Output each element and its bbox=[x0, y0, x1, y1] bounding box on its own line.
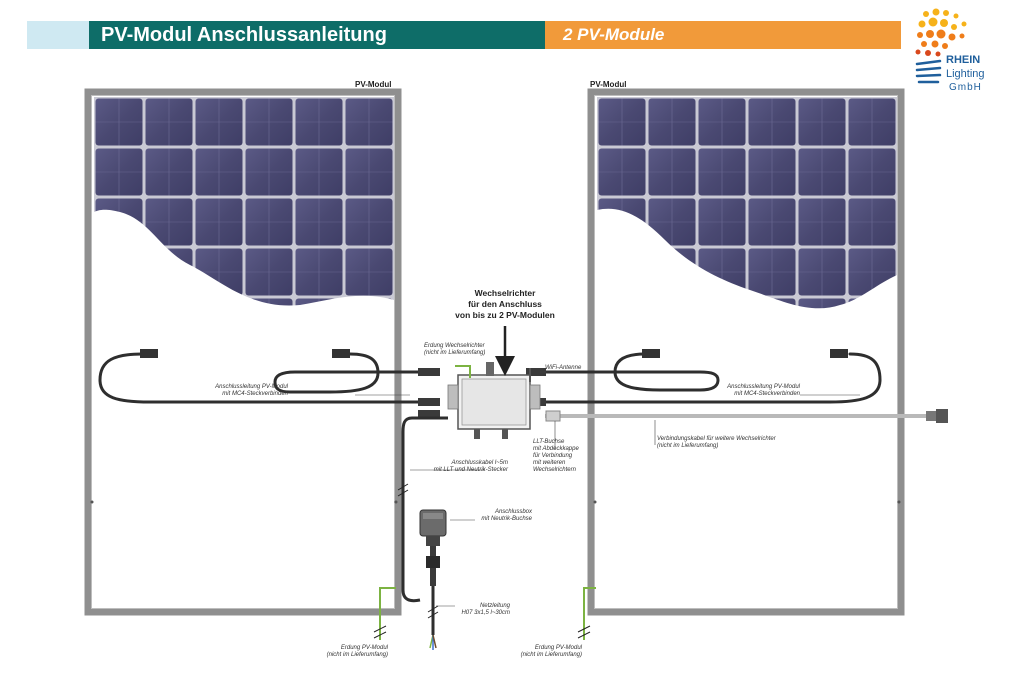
label-junction-box: Anschlussbox mit Neutrik-Buchse bbox=[481, 509, 532, 522]
right-pv-panel bbox=[587, 88, 905, 616]
page-title: PV-Modul Anschlussanleitung bbox=[89, 21, 545, 49]
logo-text-gmbh: GmbH bbox=[949, 82, 982, 93]
connection-lead-cable bbox=[401, 416, 448, 603]
leader-lines bbox=[355, 371, 860, 607]
inverter-unit bbox=[447, 362, 541, 439]
junction-box bbox=[419, 509, 447, 586]
label-ground-right: Erdung PV-Modul (nicht im Lieferumfang) bbox=[520, 645, 582, 658]
header-accent-bar bbox=[27, 21, 89, 49]
left-panel-ground-wire bbox=[379, 587, 396, 640]
right-panel-label: PV-Modul bbox=[590, 80, 627, 89]
connection-lead-break bbox=[397, 483, 409, 497]
label-mains: Netzleitung H07 3x1,5 l~30cm bbox=[461, 603, 510, 616]
label-cable-right: Anschlussleitung PV-Modul mit MC4-Steckv… bbox=[727, 384, 800, 397]
inverter-title: Wechselrichter für den Anschluss von bis… bbox=[455, 288, 555, 320]
left-pv-panel bbox=[84, 88, 402, 616]
left-mc4-connector-b bbox=[332, 349, 350, 358]
mains-wire-ends bbox=[429, 634, 437, 650]
inverter-ground-wire bbox=[455, 365, 471, 378]
right-mc4-connector-a bbox=[642, 349, 660, 358]
logo-text-lighting: Lighting bbox=[946, 68, 985, 80]
right-panel-cells bbox=[597, 97, 897, 309]
label-ground-inverter: Erdung Wechselrichter (nicht im Lieferum… bbox=[424, 343, 486, 356]
right-mc4-connector-b bbox=[830, 349, 848, 358]
llt-socket bbox=[545, 410, 561, 422]
label-ground-left: Erdung PV-Modul (nicht im Lieferumfang) bbox=[326, 645, 388, 658]
sun-logo-icon bbox=[915, 8, 967, 84]
right-panel-cable bbox=[543, 352, 882, 404]
left-panel-cable bbox=[98, 352, 420, 404]
left-mc4-connector-a bbox=[140, 349, 158, 358]
right-panel-ground-wire bbox=[583, 587, 596, 640]
logo-text-rhein: RHEIN bbox=[946, 54, 981, 66]
label-llt-socket: LLT-Buchse mit Abdeckkappe für Verbindun… bbox=[533, 439, 579, 473]
left-panel-label: PV-Modul bbox=[355, 80, 392, 89]
label-cable-left: Anschlussleitung PV-Modul mit MC4-Steckv… bbox=[215, 384, 288, 397]
left-panel-cells bbox=[94, 97, 394, 306]
label-wifi-antenna: WiFi-Antenne bbox=[545, 365, 582, 371]
label-connection-cable: Verbindungskabel für weitere Wechselrich… bbox=[657, 436, 776, 449]
mains-break bbox=[427, 605, 439, 619]
page-subtitle: 2 PV-Module bbox=[545, 21, 901, 49]
label-connection-lead: Anschlusskabel l~5m mit LLT und Neutrik-… bbox=[433, 460, 508, 473]
connection-cable-plug bbox=[926, 409, 948, 423]
